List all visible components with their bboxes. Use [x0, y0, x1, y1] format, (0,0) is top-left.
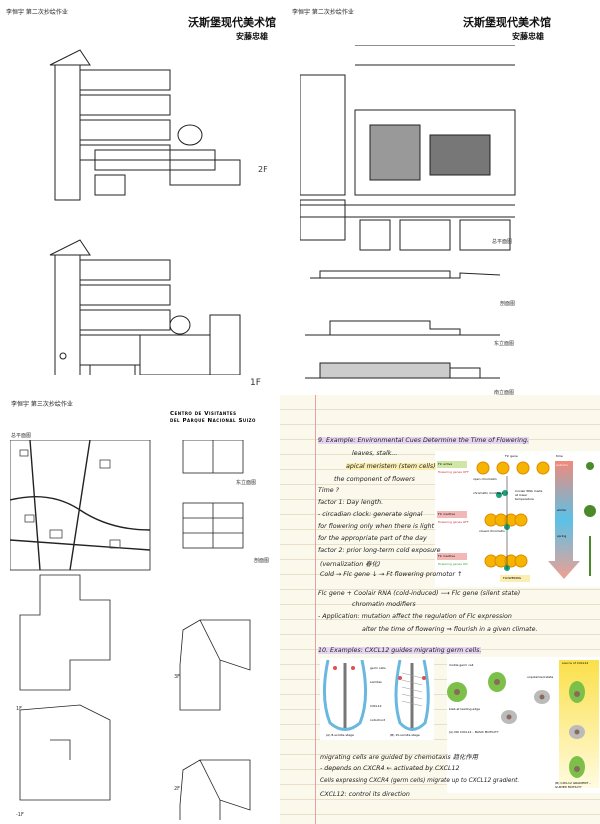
author-label: 李恒宇 第二次抄绘作业 [292, 9, 354, 16]
fig-label: germ cells [370, 666, 386, 670]
drawing-label-section: 剖面图 [254, 558, 270, 564]
fig-caption: (B) CXCL12 GRADIENT – GUIDED MOTILITY [555, 781, 591, 789]
drawing-label-section: 剖面图 [500, 301, 516, 307]
fig-label: open chromatin [473, 477, 497, 481]
figure-flc-flowering: Flc active Flc inactive Flc inactive flo… [435, 451, 600, 587]
motility-diagram [447, 660, 599, 788]
figure-cxcl12-motility: motile germ cell unpolarized state bleb … [447, 657, 600, 793]
state-label: Flc active [438, 462, 453, 466]
floor-label-b1f: -1F [16, 812, 24, 818]
site-plan-and-elevations [300, 45, 516, 379]
drawing-label-site-plan: 总平面图 [11, 433, 32, 439]
state-sub: flowering genes ON [438, 562, 468, 566]
state-label: Flc inactive [438, 554, 456, 558]
project-title-line2: del Parque Nacional Suizo [170, 418, 256, 424]
floor-label-2f: 2F [174, 786, 181, 792]
fig-label: Coolair RNA made at lower temperature [515, 489, 543, 501]
fig-label: chromatin modifiers [473, 491, 504, 495]
state-sub: flowering genes OFF [438, 520, 469, 524]
project-title: 沃斯堡现代美术馆 [463, 16, 551, 29]
fig-label: motile germ cell [449, 663, 474, 667]
season-label: spring [557, 534, 567, 538]
fig-caption: (A) 8-somite stage [326, 733, 354, 737]
season-label: autumn [556, 463, 568, 467]
state-badge [437, 511, 467, 518]
fig-label: closed chromatin [479, 529, 505, 533]
drawing-label-east-elevation: 东立面图 [236, 480, 257, 486]
plan-1f [49, 239, 241, 375]
visitor-centre-drawings [10, 440, 251, 820]
fig-label: CXCL12 [370, 704, 382, 708]
architect-name: 安藤忠雄 [236, 32, 268, 41]
fig-label: somites [370, 680, 382, 684]
floor-label-1f: 1F [250, 378, 261, 388]
fig-label: source of CXCL12 [562, 661, 589, 665]
fig-caption: (B) 15-somite stage [390, 733, 420, 737]
state-label: Flc inactive [438, 512, 456, 516]
project-title: 沃斯堡现代美术馆 [188, 16, 276, 29]
gene-label: Flc gene [505, 454, 518, 458]
floor-label-2f: 2F [258, 165, 268, 174]
fig-label: notochord [370, 718, 386, 722]
drawing-label-east-elevation: 东立面图 [494, 341, 515, 347]
floor-label-1f: 1F [16, 706, 23, 712]
state-badge [437, 553, 467, 560]
drawing-label-site-plan: 总平面图 [492, 239, 513, 245]
plan-2f [49, 49, 241, 201]
author-label: 李恒宇 第三次抄绘作业 [11, 401, 73, 408]
floor-label-3f: 3F [174, 674, 181, 680]
state-sub: flowering genes OFF [438, 470, 469, 474]
figure-cxcl12-embryo: germ cells somites CXCL12 notochord (A) … [320, 658, 434, 740]
fig-label: bleb at leading edge [449, 707, 480, 711]
architect-name: 安藤忠雄 [512, 32, 544, 41]
notes-margin-line [315, 395, 316, 824]
season-label: time [556, 454, 563, 458]
project-title-line1: Centro de Visitantes [170, 411, 237, 417]
season-label: winter [557, 508, 567, 512]
fig-caption: (A) NO CXCL12 – BASIC MOTILITY [449, 730, 499, 734]
author-label: 李恒宇 第二次抄绘作业 [6, 9, 68, 16]
state-badge [437, 461, 467, 468]
fig-label: FLOWERING [503, 576, 522, 580]
flc-diagram [437, 461, 596, 582]
fig-label: unpolarized state [527, 675, 554, 679]
floor-plan-drawings [49, 49, 241, 375]
drawing-label-south-elevation: 南立面图 [494, 390, 515, 396]
embryo-diagram [322, 659, 430, 731]
